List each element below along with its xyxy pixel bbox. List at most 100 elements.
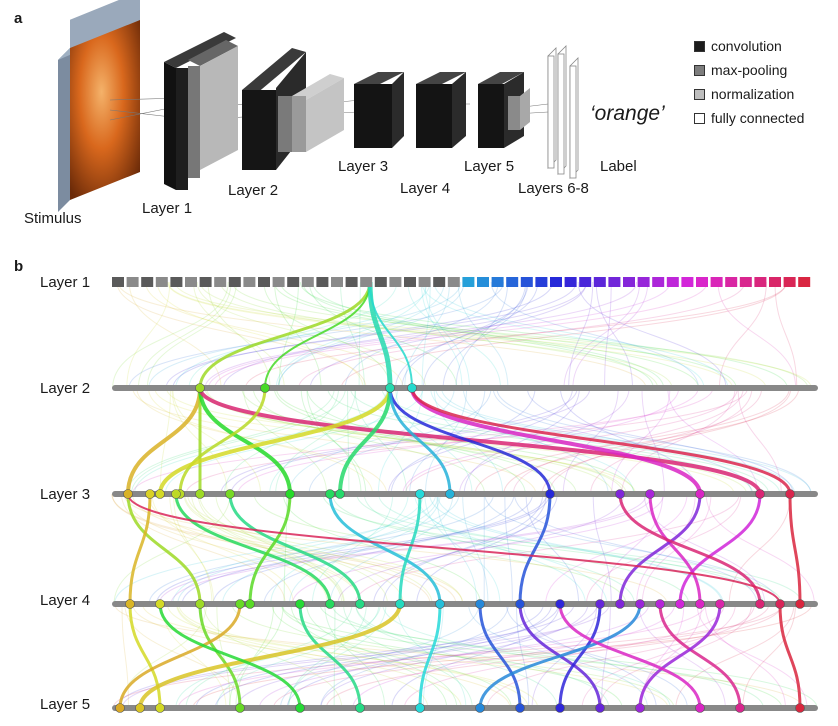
faint-connection bbox=[165, 281, 577, 389]
faint-connection bbox=[559, 387, 699, 495]
faint-connection bbox=[177, 493, 460, 605]
faint-connection bbox=[496, 387, 812, 495]
faint-connection bbox=[288, 603, 367, 709]
faint-connection bbox=[126, 387, 335, 495]
node-marker bbox=[555, 703, 565, 713]
faint-connection bbox=[506, 603, 688, 709]
faint-connections bbox=[111, 281, 818, 709]
faint-connection bbox=[347, 387, 350, 495]
strong-connection bbox=[478, 603, 642, 709]
layer1-filter-tile bbox=[126, 277, 139, 287]
faint-connection bbox=[258, 603, 650, 709]
layer1-filter-tile bbox=[433, 277, 446, 287]
faint-connection bbox=[404, 281, 450, 389]
strong-connection bbox=[158, 387, 392, 495]
node-marker bbox=[285, 489, 295, 499]
faint-connection bbox=[279, 603, 480, 709]
node-marker bbox=[655, 599, 665, 609]
faint-connection bbox=[322, 493, 783, 605]
node-marker bbox=[135, 703, 145, 713]
faint-connection bbox=[420, 281, 463, 389]
layer1-filter-tile bbox=[623, 277, 635, 287]
faint-connection bbox=[436, 493, 724, 605]
faint-connection bbox=[274, 281, 322, 389]
faint-connection bbox=[667, 387, 759, 495]
faint-connection bbox=[333, 603, 336, 709]
faint-connection bbox=[161, 603, 227, 709]
faint-connection bbox=[277, 281, 465, 389]
faint-connection bbox=[308, 387, 492, 495]
faint-connection bbox=[148, 493, 494, 605]
node-marker bbox=[385, 383, 395, 393]
faint-connection bbox=[275, 387, 357, 495]
layer1-filter-tile bbox=[418, 277, 431, 287]
strong-connection bbox=[410, 387, 702, 495]
faint-connection bbox=[402, 387, 680, 495]
node-marker bbox=[295, 703, 305, 713]
node-marker bbox=[145, 489, 155, 499]
strong-connection bbox=[248, 493, 292, 605]
node-marker bbox=[555, 599, 565, 609]
strong-connection bbox=[328, 493, 442, 605]
node-marker bbox=[123, 489, 133, 499]
faint-connection bbox=[116, 281, 367, 389]
layer1-filter-tile bbox=[214, 277, 227, 287]
node-marker bbox=[715, 599, 725, 609]
node-marker bbox=[475, 703, 485, 713]
faint-connection bbox=[116, 603, 575, 709]
strong-connection bbox=[174, 493, 332, 605]
node-marker bbox=[445, 489, 455, 499]
faint-connection bbox=[441, 387, 812, 495]
faint-connection bbox=[416, 493, 586, 605]
faint-connection bbox=[270, 493, 409, 605]
faint-connection bbox=[288, 493, 441, 605]
strong-connection bbox=[778, 603, 802, 709]
faint-connection bbox=[600, 493, 664, 605]
faint-connection bbox=[407, 281, 502, 389]
layer-connection-graph bbox=[111, 277, 818, 713]
faint-connection bbox=[252, 387, 486, 495]
strong-connection bbox=[638, 603, 722, 709]
strong-connection bbox=[618, 493, 762, 605]
faint-connection bbox=[604, 281, 612, 389]
fully-connected-swatch bbox=[694, 112, 705, 124]
faint-connection bbox=[123, 493, 668, 605]
faint-connection bbox=[568, 281, 594, 389]
strong-connection bbox=[338, 387, 392, 495]
faint-connection bbox=[490, 281, 699, 389]
faint-connection bbox=[121, 603, 129, 709]
strong-connection bbox=[264, 281, 371, 389]
faint-connection bbox=[231, 281, 809, 389]
layer1-filter-tile bbox=[155, 277, 168, 287]
label-label: Label bbox=[600, 158, 637, 175]
faint-connection bbox=[207, 281, 271, 389]
layer1-filter-tile bbox=[725, 277, 738, 287]
layer1-filter-tile bbox=[579, 277, 592, 287]
node-marker bbox=[407, 383, 417, 393]
layer5-block bbox=[478, 72, 530, 148]
faint-connection bbox=[414, 493, 608, 605]
faint-connection bbox=[164, 387, 424, 495]
faint-connection bbox=[696, 603, 808, 709]
faint-connection bbox=[319, 603, 818, 709]
faint-connection bbox=[704, 603, 786, 709]
node-marker bbox=[295, 599, 305, 609]
faint-connection bbox=[424, 387, 468, 495]
node-marker bbox=[435, 599, 445, 609]
faint-connection bbox=[458, 387, 630, 495]
layer1-filter-tile bbox=[404, 277, 416, 287]
faint-connection bbox=[636, 493, 696, 605]
faint-connection bbox=[401, 281, 529, 389]
faint-connection bbox=[212, 493, 534, 605]
node-marker bbox=[415, 489, 425, 499]
node-marker bbox=[155, 489, 165, 499]
layer1-filter-tile bbox=[520, 277, 533, 287]
node-marker bbox=[615, 599, 625, 609]
strong-connection bbox=[138, 603, 402, 709]
faint-connection bbox=[455, 281, 509, 389]
faint-connection bbox=[416, 493, 547, 605]
faint-connection bbox=[230, 387, 591, 495]
faint-connection bbox=[114, 603, 804, 709]
faint-connection bbox=[167, 281, 767, 389]
faint-connection bbox=[156, 281, 364, 389]
